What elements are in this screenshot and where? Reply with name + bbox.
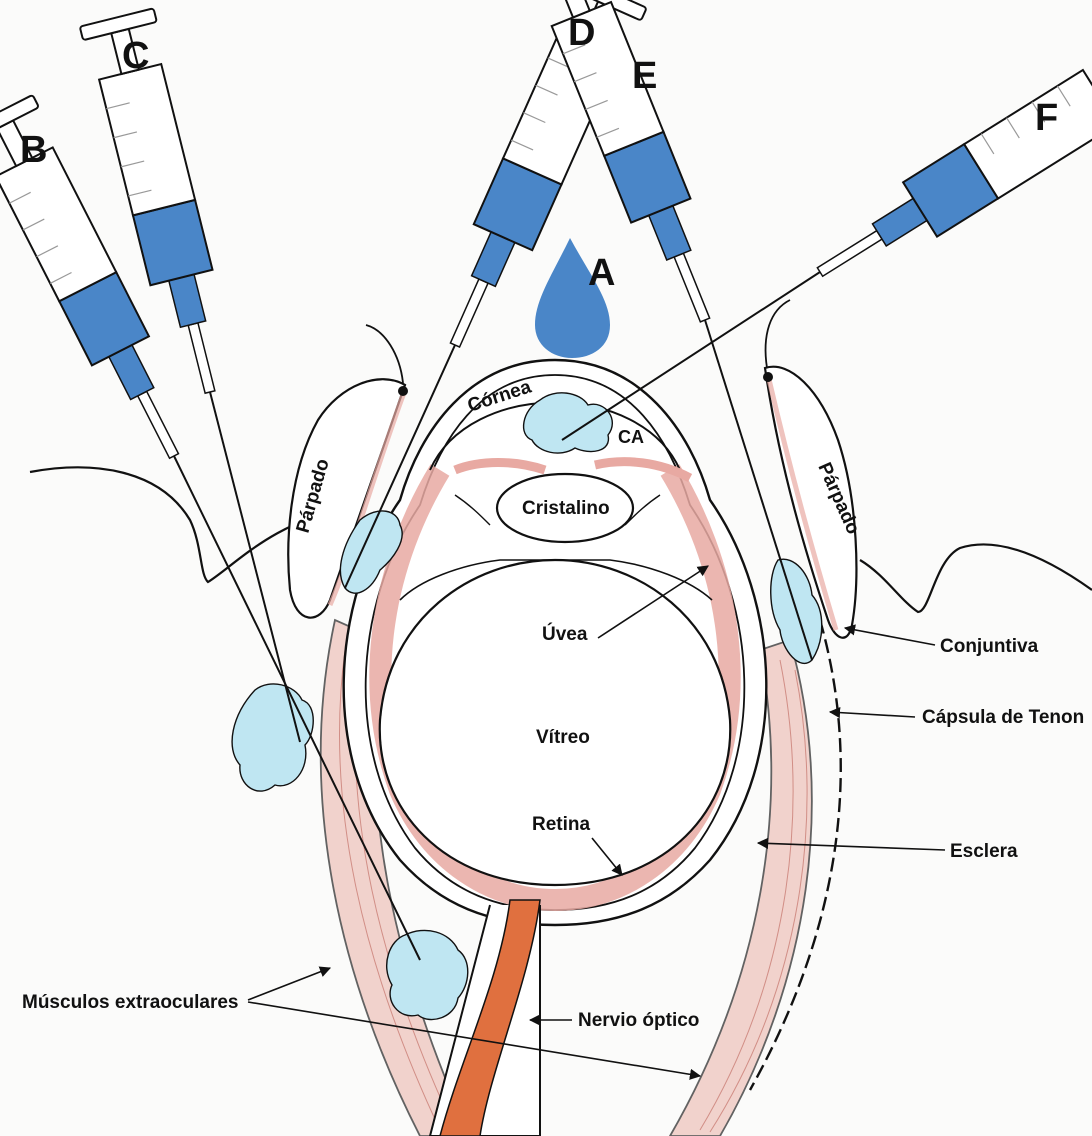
route-label-c: C xyxy=(122,35,149,77)
syringe-f xyxy=(800,35,1092,304)
route-label-e: E xyxy=(632,55,657,97)
label-esclera: Esclera xyxy=(950,841,1018,862)
label-cristalino: Cristalino xyxy=(522,498,610,519)
route-label-b: B xyxy=(20,129,47,171)
label-conjuntiva: Conjuntiva xyxy=(940,636,1039,657)
eyelid-left-lash xyxy=(366,325,403,383)
label-retina: Retina xyxy=(532,814,591,835)
route-label-a: A xyxy=(588,252,615,294)
label-nervio-optico: Nervio óptico xyxy=(578,1010,699,1031)
label-capsula-tenon: Cápsula de Tenon xyxy=(922,707,1084,728)
label-ca: CA xyxy=(618,427,644,447)
retina xyxy=(380,560,731,885)
label-musculos: Músculos extraoculares xyxy=(22,992,238,1013)
label-uvea: Úvea xyxy=(542,623,588,645)
eyelid-right-lash xyxy=(766,300,790,368)
route-label-d: D xyxy=(568,12,595,54)
depot-retrobulbar xyxy=(387,930,468,1019)
route-label-f: F xyxy=(1035,97,1058,139)
orbit-outline-right xyxy=(860,544,1092,612)
depot-peribulbar xyxy=(232,684,313,791)
label-vitreo: Vítreo xyxy=(536,727,590,748)
